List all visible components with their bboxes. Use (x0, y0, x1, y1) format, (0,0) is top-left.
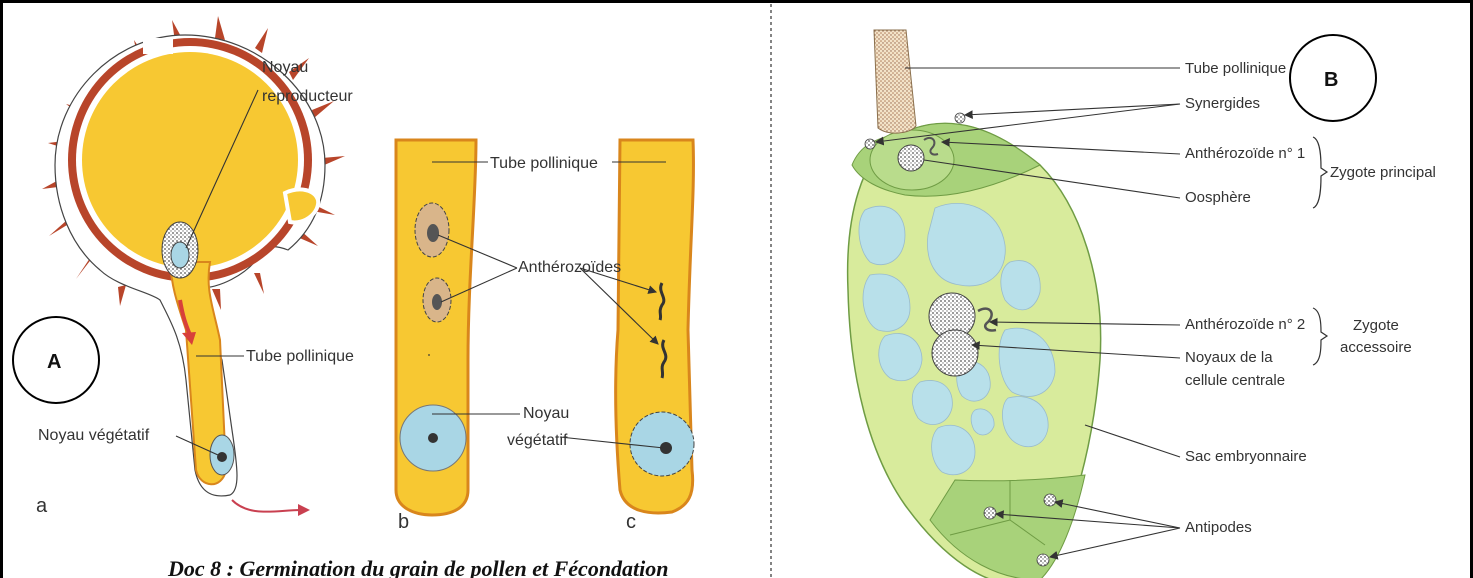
label-noyau-bc-1: Noyau (523, 405, 569, 422)
growth-arrow-outer (232, 500, 300, 512)
label-oosphere: Oosphère (1185, 189, 1251, 206)
antipode-nucleus-3 (1037, 554, 1049, 566)
oosphere-nucleus (898, 145, 924, 171)
synergid-nucleus-2 (955, 113, 965, 123)
antipodal-region (930, 475, 1085, 578)
polar-nucleus-2 (932, 330, 978, 376)
label-noyau-bc-2: végétatif (507, 432, 568, 449)
pollen-tube-b-panel (874, 30, 916, 133)
panel-b: Tube pollinique Synergides Anthérozoïde … (848, 30, 1436, 578)
label-antherozoide-1: Anthérozoïde n° 1 (1185, 145, 1305, 162)
label-zygote-accessoire-1: Zygote (1353, 317, 1399, 334)
synergid-nucleus-1 (865, 139, 875, 149)
panel-a: Noyau reproducteur Tube pollinique Noyau… (13, 16, 694, 578)
badge-a-text: A (47, 351, 61, 373)
antipode-nucleus-1 (1044, 494, 1056, 506)
label-antipodes: Antipodes (1185, 519, 1252, 536)
letter-a: a (36, 495, 48, 517)
label-noyau-reproducteur-2: reproducteur (262, 88, 353, 105)
label-zygote-accessoire-2: accessoire (1340, 339, 1412, 356)
label-antherozoide-2: Anthérozoïde n° 2 (1185, 316, 1305, 333)
label-noyau-reproducteur-1: Noyau (262, 59, 308, 76)
label-synergides: Synergides (1185, 95, 1260, 112)
letter-c: c (626, 511, 636, 533)
label-noyaux-2: cellule centrale (1185, 372, 1285, 389)
label-tube-pollinique-a: Tube pollinique (246, 348, 354, 365)
label-noyau-vegetatif-a: Noyau végétatif (38, 427, 150, 444)
badge-b-text: B (1324, 69, 1338, 91)
letter-b: b (398, 511, 409, 533)
label-tube-pollinique-bc: Tube pollinique (490, 155, 598, 172)
label-sac-embryonnaire: Sac embryonnaire (1185, 448, 1307, 465)
label-b-tube-pollinique: Tube pollinique (1185, 60, 1286, 77)
label-zygote-principal: Zygote principal (1330, 164, 1436, 181)
figure-caption: Doc 8 : Germination du grain de pollen e… (167, 556, 669, 578)
brace-zygote-principal (1313, 137, 1327, 208)
pore-top (143, 38, 173, 54)
label-noyaux-1: Noyaux de la (1185, 349, 1273, 366)
antipode-nucleus-2 (984, 507, 996, 519)
label-antherozoides: Anthérozoïdes (518, 259, 621, 276)
brace-zygote-accessoire (1313, 308, 1327, 365)
